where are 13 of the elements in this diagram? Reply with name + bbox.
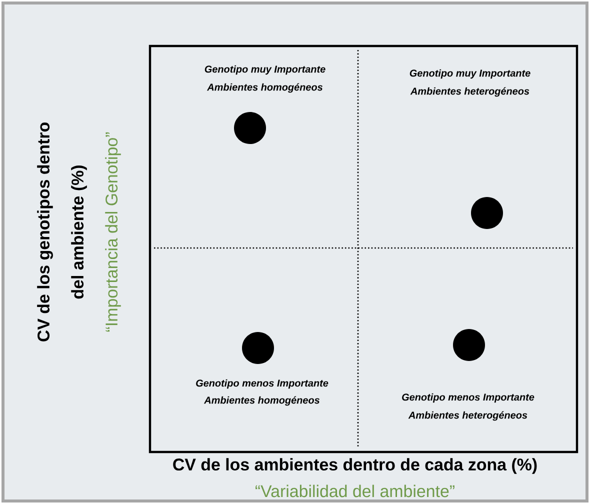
quadrant-label: Ambientes heterogéneos [408,411,528,421]
quadrant-label: Ambientes heterogéneos [410,87,530,97]
quadrant-label: Genotipo muy Importante [410,69,530,79]
axis-subtitle: “Importancia del Genotipo” [105,132,121,332]
axis-subtitle: “Variabilidad del ambiente” [256,484,454,498]
axis-title: CV de los ambientes dentro de cada zona (%) [173,458,537,474]
quadrant-label: Genotipo menos Importante [196,379,328,389]
axis-title: del ambiente (%) [71,166,87,299]
axis-title: CV de los genotipos dentro [37,122,53,342]
quadrant-label: Genotipo menos Importante [402,393,534,403]
quadrant-label: Ambientes homogéneos [206,83,322,93]
quadrant-label: Ambientes homogéneos [204,396,320,406]
quadrant-label: Genotipo muy Importante [204,65,326,75]
